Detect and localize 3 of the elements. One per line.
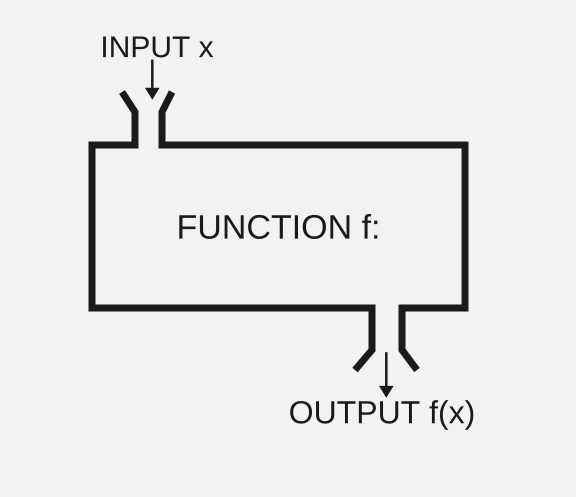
output-label: OUTPUT f(x) — [290, 400, 474, 430]
input-label: INPUT x — [103, 36, 214, 58]
function-machine: FUNCTION f: — [88, 88, 468, 374]
